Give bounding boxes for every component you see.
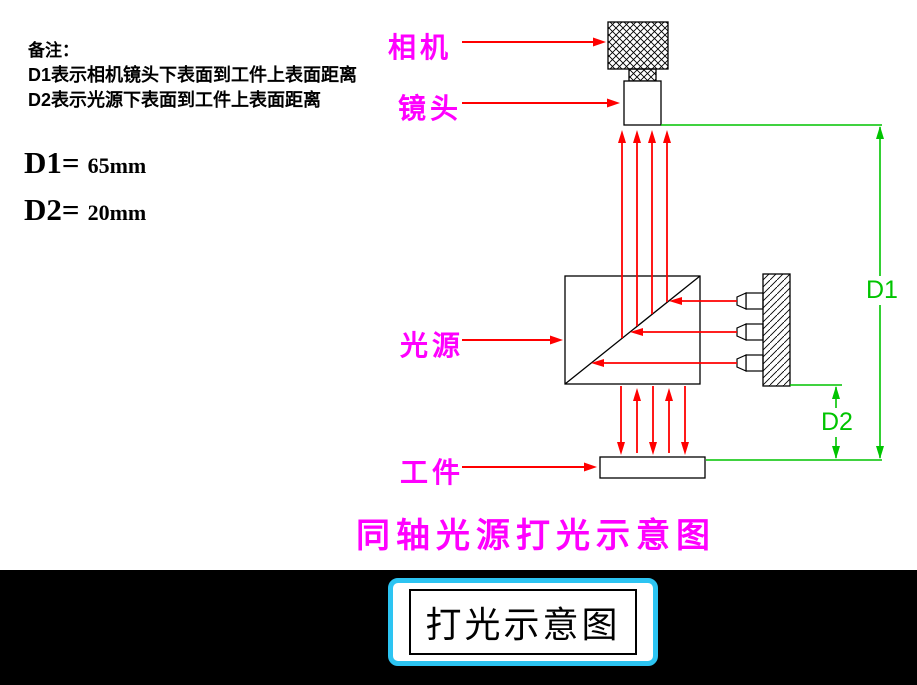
- measurement-d2-value: 20mm: [87, 200, 147, 225]
- notes-line-2: D2表示光源下表面到工件上表面距离: [28, 90, 322, 110]
- lens-label: 镜头: [398, 93, 463, 124]
- beam-splitter: [564, 275, 701, 385]
- bottom-bar: 打光示意图: [0, 570, 917, 685]
- diagram-title: 同轴光源打光示意图: [356, 517, 716, 555]
- measurement-d2-label: D2=: [24, 192, 80, 227]
- view-tab-inner-frame: 打光示意图: [409, 589, 637, 655]
- notes-heading: 备注：: [28, 41, 79, 60]
- diagram-canvas: [462, 21, 884, 479]
- measurement-d1-label: D1=: [24, 145, 80, 180]
- workpiece-body: [599, 456, 706, 479]
- measurement-d2: D2= 20mm: [24, 192, 146, 228]
- camera-body: [607, 21, 669, 82]
- uplight-arrows: [618, 130, 671, 338]
- dimension-d2-label: D2: [818, 408, 856, 437]
- callout-arrows: [462, 37, 620, 472]
- workpiece-label: 工件: [400, 457, 465, 488]
- view-tab-button[interactable]: 打光示意图: [388, 578, 658, 666]
- notes-line-1: D1表示相机镜头下表面到工件上表面距离: [28, 65, 358, 85]
- notes-block: 备注： D1表示相机镜头下表面到工件上表面距离 D2表示光源下表面到工件上表面距…: [28, 38, 357, 113]
- measurement-d1-value: 65mm: [87, 153, 147, 178]
- camera-label: 相机: [388, 32, 453, 63]
- view-tab-label: 打光示意图: [425, 605, 621, 645]
- light-source-mount: [762, 273, 791, 387]
- downlight-arrows: [617, 386, 689, 455]
- led-emitters: [736, 292, 764, 372]
- lens-body: [623, 80, 662, 126]
- measurement-d1: D1= 65mm: [24, 145, 146, 181]
- led-beam-arrows: [591, 297, 737, 367]
- light-source-label: 光源: [400, 330, 465, 361]
- dimension-d1-label: D1: [863, 276, 901, 305]
